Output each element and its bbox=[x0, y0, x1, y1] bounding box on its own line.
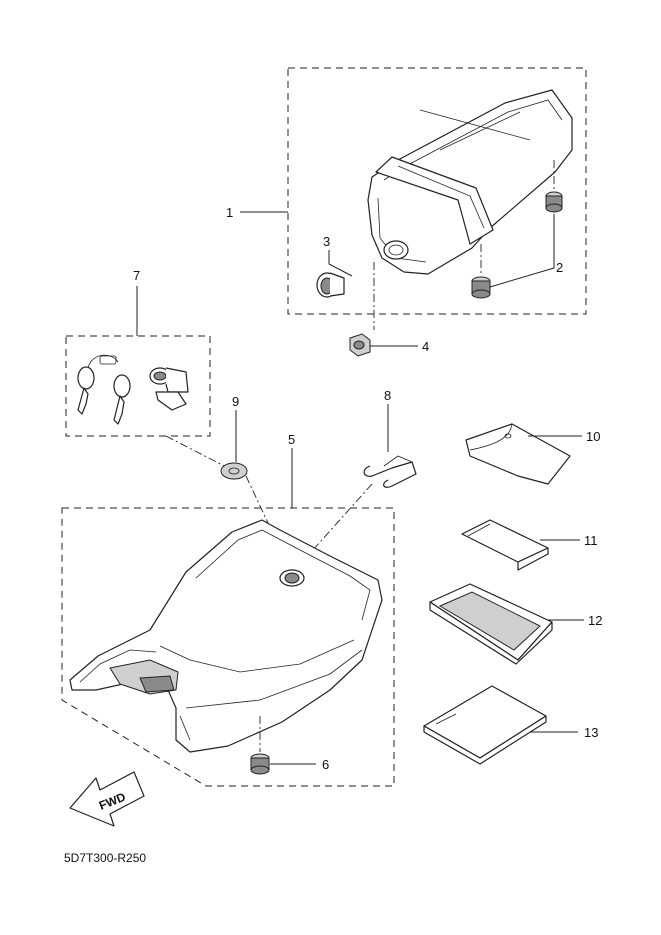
diagram-code: 5D7T300-R250 bbox=[64, 851, 146, 865]
forward-direction-arrow: FWD bbox=[69, 771, 145, 827]
callout-6: 6 bbox=[322, 757, 329, 772]
front-seat-drawing bbox=[69, 519, 383, 753]
callout-3: 3 bbox=[323, 234, 330, 249]
tool-bag-drawing bbox=[465, 423, 571, 485]
rear-seat-group-box bbox=[287, 67, 587, 315]
manual-drawing bbox=[423, 685, 547, 765]
bracket-drawing bbox=[363, 455, 417, 488]
callout-12: 12 bbox=[588, 613, 602, 628]
grommet-drawing bbox=[316, 272, 345, 298]
plate-drawing bbox=[461, 519, 549, 571]
callout-1: 1 bbox=[226, 205, 233, 220]
key-set-group-box bbox=[65, 335, 211, 437]
keys-drawing bbox=[77, 354, 131, 425]
tray-drawing bbox=[429, 583, 553, 665]
callout-8: 8 bbox=[384, 388, 391, 403]
callout-9: 9 bbox=[232, 394, 239, 409]
callout-5: 5 bbox=[288, 432, 295, 447]
callout-11: 11 bbox=[584, 533, 598, 548]
damper-upper bbox=[545, 191, 563, 213]
nut-drawing bbox=[349, 333, 371, 357]
callout-4: 4 bbox=[422, 339, 429, 354]
front-damper-drawing bbox=[250, 753, 270, 775]
callout-7: 7 bbox=[133, 268, 140, 283]
callout-2: 2 bbox=[556, 260, 563, 275]
callout-10: 10 bbox=[586, 429, 600, 444]
front-seat-group-box bbox=[61, 507, 395, 787]
callout-13: 13 bbox=[584, 725, 598, 740]
damper-lower bbox=[471, 276, 491, 299]
lock-cylinder-drawing bbox=[149, 367, 189, 411]
rear-seat-drawing bbox=[367, 89, 573, 275]
washer-drawing bbox=[220, 462, 248, 480]
